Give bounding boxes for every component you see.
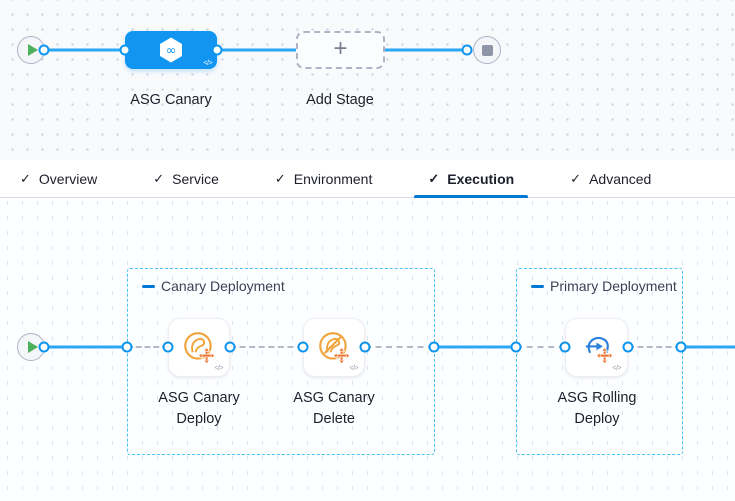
- connector-port[interactable]: [121, 341, 133, 353]
- connector-port[interactable]: [428, 341, 440, 353]
- check-icon: ✓: [570, 170, 582, 186]
- connector-port[interactable]: [297, 341, 309, 353]
- stop-icon: [481, 44, 493, 56]
- tab-overview[interactable]: ✓ Overview: [6, 160, 111, 197]
- stage-connector-line: [217, 48, 296, 52]
- svg-text:∞: ∞: [166, 44, 177, 59]
- tab-label: Overview: [38, 170, 98, 187]
- connector-port[interactable]: [211, 44, 223, 56]
- step-node-asg-canary-delete[interactable]: </>: [303, 318, 365, 377]
- stage-graph-canvas[interactable]: ∞ </> + ASG Canary Add Stage: [0, 0, 735, 160]
- step-connector-line: [434, 345, 516, 349]
- connector-port[interactable]: [622, 341, 634, 353]
- asg-canary-deploy-icon: [184, 331, 216, 364]
- tab-label: Advanced: [589, 170, 652, 187]
- step-label: ASG Canary Deploy: [158, 390, 240, 427]
- pipeline-end-node: [473, 36, 501, 64]
- group-title: Canary Deployment: [161, 278, 285, 294]
- step-connector-dashed: [516, 346, 565, 348]
- stage-connector-line: [44, 48, 125, 52]
- tab-service[interactable]: ✓ Service: [139, 160, 233, 197]
- step-connector-dashed: [628, 346, 681, 348]
- active-tab-underline: [414, 195, 529, 198]
- step-group-primary-deployment[interactable]: [516, 268, 683, 455]
- group-label-primary-deployment[interactable]: Primary Deployment: [531, 278, 677, 294]
- play-icon: [27, 44, 38, 56]
- collapse-icon[interactable]: [142, 284, 155, 288]
- code-view-icon[interactable]: </>: [612, 365, 621, 372]
- step-connector-line: [681, 345, 735, 349]
- connector-port[interactable]: [38, 44, 50, 56]
- tab-label: Service: [172, 170, 219, 187]
- connector-port[interactable]: [675, 341, 687, 353]
- add-stage-button[interactable]: +: [296, 31, 385, 69]
- connector-port[interactable]: [224, 341, 236, 353]
- stage-node-asg-canary[interactable]: ∞ </>: [125, 31, 217, 69]
- check-icon: ✓: [428, 170, 440, 186]
- tab-label: Environment: [293, 170, 373, 187]
- tab-execution[interactable]: ✓ Execution: [414, 160, 529, 198]
- step-connector-line: [44, 345, 127, 349]
- check-icon: ✓: [20, 170, 31, 186]
- step-label: ASG Rolling Deploy: [557, 390, 637, 427]
- connector-port[interactable]: [510, 341, 522, 353]
- step-group-canary-deployment[interactable]: [127, 268, 435, 455]
- asg-rolling-deploy-icon: [585, 336, 613, 364]
- execution-graph-canvas[interactable]: Canary Deployment Primary Deployment: [0, 198, 735, 501]
- connector-port[interactable]: [38, 341, 50, 353]
- step-connector-dashed: [365, 346, 434, 348]
- step-connector-dashed: [230, 346, 303, 348]
- connector-port[interactable]: [359, 341, 371, 353]
- collapse-icon[interactable]: [531, 284, 544, 288]
- asg-canary-delete-icon: [319, 331, 351, 364]
- code-view-icon[interactable]: </>: [203, 60, 212, 67]
- step-node-asg-canary-deploy[interactable]: </>: [168, 318, 230, 377]
- stage-connector-line: [385, 48, 467, 52]
- harness-stage-icon: ∞: [160, 37, 182, 63]
- code-view-icon[interactable]: </>: [349, 365, 358, 372]
- connector-port[interactable]: [559, 341, 571, 353]
- connector-port[interactable]: [162, 341, 174, 353]
- check-icon: ✓: [274, 170, 286, 186]
- step-node-asg-rolling-deploy[interactable]: </>: [565, 318, 628, 377]
- step-connector-dashed: [127, 346, 168, 348]
- add-stage-label: Add Stage: [306, 92, 374, 108]
- connector-port[interactable]: [461, 44, 473, 56]
- stage-config-tabbar: ✓ Overview ✓ Service ✓ Environment ✓ Exe…: [0, 160, 735, 198]
- tab-environment[interactable]: ✓ Environment: [261, 160, 387, 197]
- code-view-icon[interactable]: </>: [214, 365, 223, 372]
- plus-icon: +: [333, 34, 348, 62]
- group-title: Primary Deployment: [550, 278, 677, 294]
- group-label-canary-deployment[interactable]: Canary Deployment: [142, 278, 285, 294]
- step-label: ASG Canary Delete: [293, 390, 375, 427]
- check-icon: ✓: [153, 170, 165, 186]
- tab-label: Execution: [447, 170, 515, 187]
- tab-advanced[interactable]: ✓ Advanced: [556, 160, 665, 197]
- play-icon: [27, 341, 38, 353]
- stage-label: ASG Canary: [130, 92, 212, 108]
- connector-port[interactable]: [119, 44, 131, 56]
